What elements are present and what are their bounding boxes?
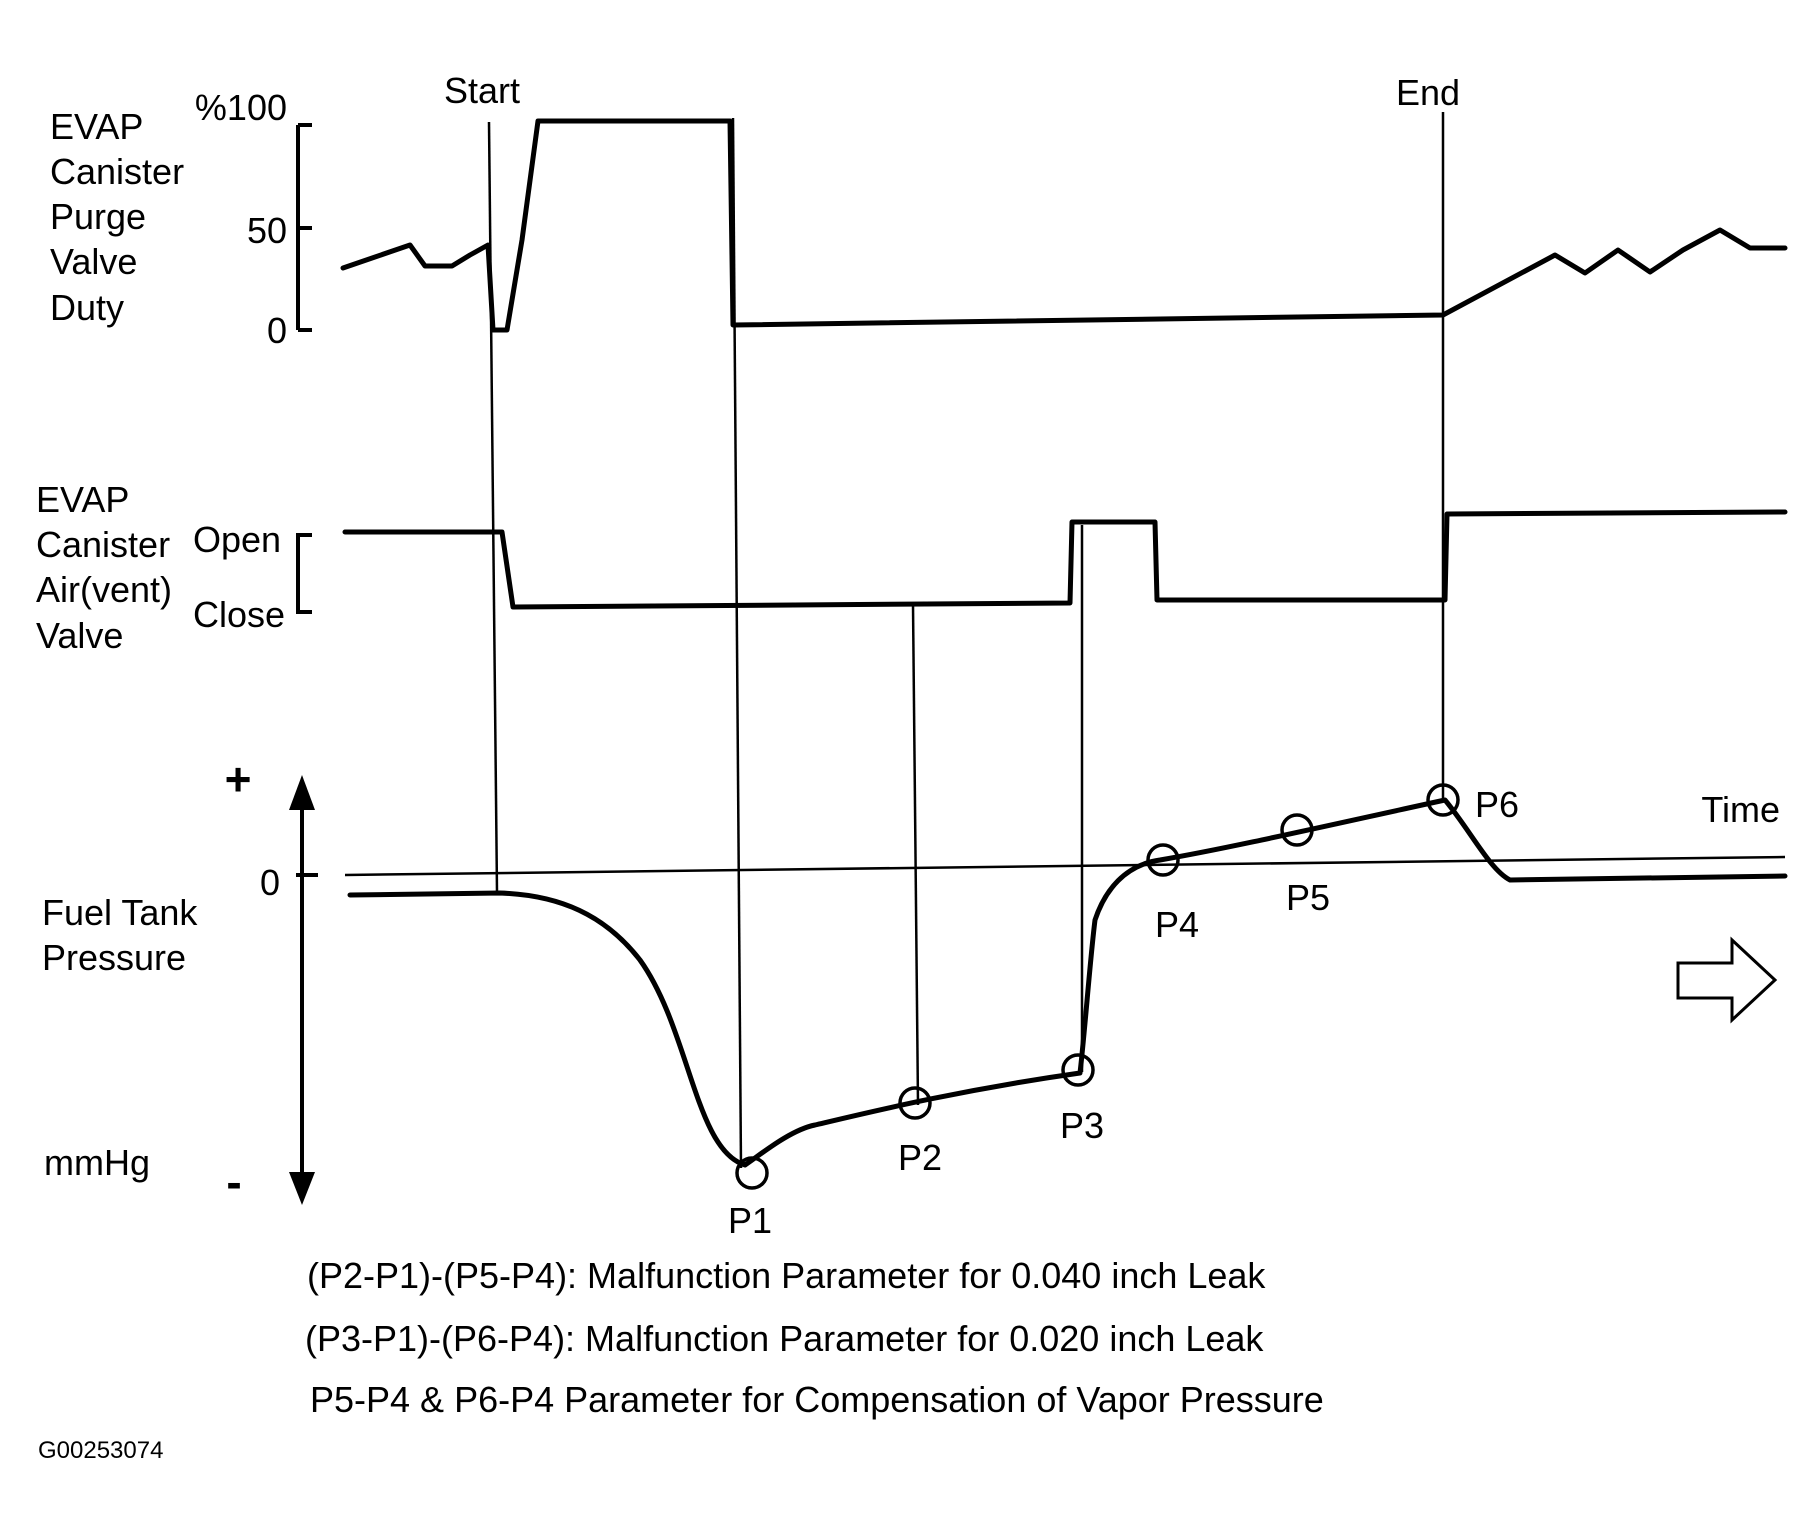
- vent-valve-scale: Open Close: [193, 519, 312, 635]
- p2-vertical-line: [911, 604, 920, 1106]
- purge-valve-label: EVAP Canister Purge Valve Duty: [50, 106, 184, 328]
- state-close: Close: [193, 594, 285, 635]
- formula-0020-leak: (P3-P1)-(P6-P4): Malfunction Parameter f…: [305, 1318, 1264, 1359]
- start-marker-line: [487, 121, 499, 894]
- svg-text:Canister: Canister: [50, 151, 184, 192]
- svg-text:Pressure: Pressure: [42, 937, 186, 978]
- svg-text:Fuel Tank: Fuel Tank: [42, 892, 198, 933]
- tick-50: 50: [247, 210, 287, 251]
- start-label: Start: [444, 70, 520, 111]
- p3-marker: [1061, 1053, 1095, 1087]
- time-direction-arrow-icon: [1676, 936, 1778, 1024]
- p2-label: P2: [898, 1137, 942, 1178]
- vent-valve-trace: [342, 509, 1788, 610]
- unit-mmhg: mmHg: [44, 1142, 150, 1183]
- plus-sign: +: [225, 753, 252, 805]
- svg-text:EVAP: EVAP: [36, 479, 129, 520]
- time-label: Time: [1701, 789, 1780, 830]
- svg-text:Valve: Valve: [36, 615, 123, 656]
- svg-text:Valve: Valve: [50, 241, 137, 282]
- tick-100: %100: [195, 87, 287, 128]
- pressure-axis: [289, 775, 318, 1205]
- p1-label: P1: [728, 1200, 772, 1241]
- p3-label: P3: [1060, 1105, 1104, 1146]
- svg-text:Purge: Purge: [50, 196, 146, 237]
- state-open: Open: [193, 519, 281, 560]
- p4-label: P4: [1155, 904, 1199, 945]
- svg-text:EVAP: EVAP: [50, 106, 143, 147]
- vent-valve-label: EVAP Canister Air(vent) Valve: [36, 479, 172, 656]
- p6-marker: [1426, 783, 1460, 817]
- purge-duty-scale: %100 50 0: [195, 87, 312, 351]
- p1-marker: [735, 1156, 769, 1190]
- tick-0: 0: [267, 310, 287, 351]
- svg-text:Canister: Canister: [36, 524, 170, 565]
- p2-marker: [898, 1086, 932, 1120]
- p5-label: P5: [1286, 877, 1330, 918]
- fuel-pressure-trace: [347, 797, 1788, 1168]
- svg-text:Duty: Duty: [50, 287, 124, 328]
- svg-text:Air(vent): Air(vent): [36, 569, 172, 610]
- p4-marker: [1146, 843, 1180, 877]
- formula-0040-leak: (P2-P1)-(P5-P4): Malfunction Parameter f…: [307, 1255, 1266, 1296]
- formula-vapor-compensation: P5-P4 & P6-P4 Parameter for Compensation…: [310, 1379, 1324, 1420]
- zero-baseline: [344, 855, 1786, 877]
- end-label: End: [1396, 72, 1460, 113]
- zero-label: 0: [260, 862, 280, 903]
- purge-duty-trace: [340, 118, 1788, 333]
- p5-marker: [1280, 813, 1314, 847]
- fuel-tank-label: Fuel Tank Pressure: [42, 892, 198, 978]
- p6-label: P6: [1475, 784, 1519, 825]
- figure-id: G00253074: [38, 1437, 163, 1464]
- minus-sign: -: [226, 1156, 241, 1208]
